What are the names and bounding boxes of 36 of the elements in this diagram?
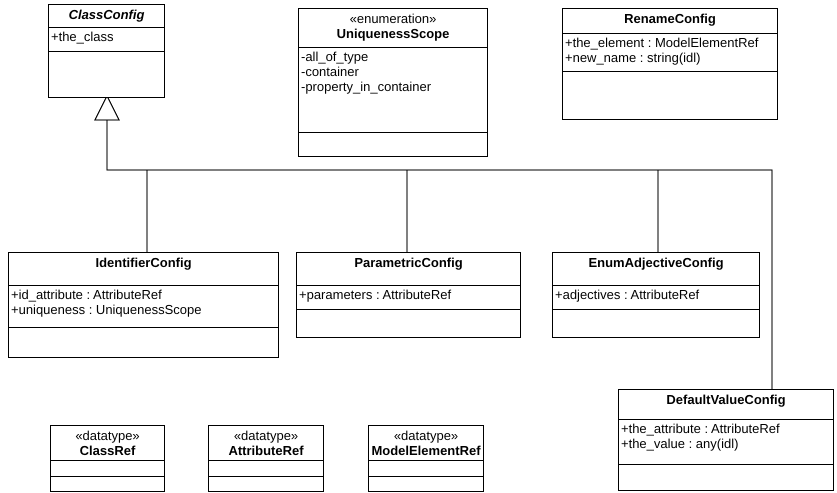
class-name: EnumAdjectiveConfig bbox=[587, 255, 725, 270]
stereotype-label: «enumeration» bbox=[348, 11, 438, 26]
class-box bbox=[368, 425, 484, 492]
class-name: UniquenessScope bbox=[336, 26, 450, 41]
attribute-text: +uniqueness : UniquenessScope bbox=[10, 302, 202, 317]
class-box bbox=[298, 8, 488, 157]
attribute-text: +parameters : AttributeRef bbox=[298, 287, 452, 302]
class-name: AttributeRef bbox=[227, 443, 305, 458]
class-name: ModelElementRef bbox=[370, 443, 482, 458]
class-box bbox=[50, 425, 165, 492]
attribute-text: +the_attribute : AttributeRef bbox=[620, 421, 781, 436]
class-box bbox=[8, 252, 279, 358]
class-name: DefaultValueConfig bbox=[665, 392, 787, 407]
class-name: IdentifierConfig bbox=[94, 255, 193, 270]
attribute-text: -property_in_container bbox=[300, 79, 432, 94]
class-box bbox=[296, 252, 521, 338]
class-box bbox=[208, 425, 324, 492]
attribute-text: +adjectives : AttributeRef bbox=[554, 287, 700, 302]
attribute-text: +id_attribute : AttributeRef bbox=[10, 287, 163, 302]
class-box bbox=[618, 389, 834, 491]
stereotype-label: «datatype» bbox=[392, 428, 460, 443]
class-box bbox=[562, 8, 778, 120]
class-name: ParametricConfig bbox=[353, 255, 464, 270]
class-box bbox=[552, 252, 760, 338]
attribute-text: -container bbox=[300, 64, 360, 79]
class-name: ClassConfig bbox=[68, 7, 146, 22]
attribute-text: +the_value : any(idl) bbox=[620, 436, 740, 451]
stereotype-label: «datatype» bbox=[232, 428, 300, 443]
class-name: ClassRef bbox=[78, 443, 136, 458]
stereotype-label: «datatype» bbox=[74, 428, 141, 443]
class-name: RenameConfig bbox=[623, 11, 717, 26]
class-box bbox=[48, 4, 165, 98]
attribute-text: +the_element : ModelElementRef bbox=[564, 35, 760, 50]
attribute-text: +the_class bbox=[50, 29, 115, 44]
attribute-text: +new_name : string(idl) bbox=[564, 50, 702, 65]
attribute-text: -all_of_type bbox=[300, 49, 370, 64]
